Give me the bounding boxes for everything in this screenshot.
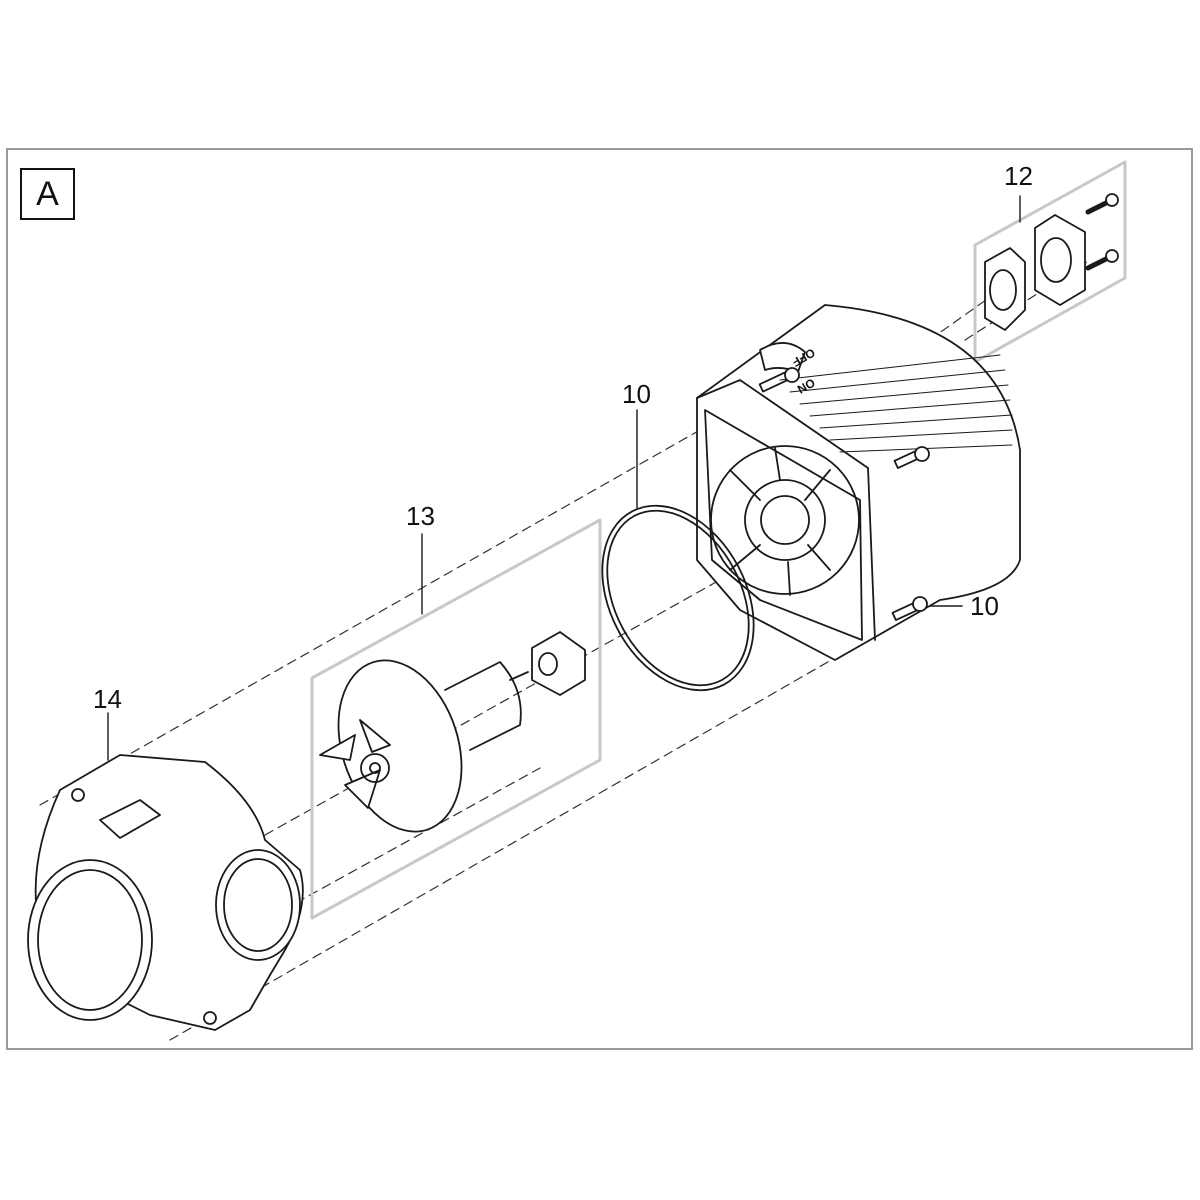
callout-13: 13 [406, 501, 435, 531]
panel-label: A [20, 168, 75, 220]
bearing [531, 631, 586, 696]
screw-top [758, 367, 800, 393]
rotor-group-box [310, 518, 602, 920]
o-ring-inner [606, 509, 750, 687]
rotor [319, 659, 529, 833]
o-ring [601, 504, 755, 692]
switch-group-box [973, 160, 1127, 364]
callout-14: 14 [93, 684, 122, 714]
cover-screw-lower [1085, 249, 1119, 271]
callout-12: 12 [1004, 161, 1033, 191]
callout-10-o-ring: 10 [622, 379, 651, 409]
pump-housing [27, 754, 304, 1031]
screw-side [893, 446, 930, 470]
switch-cover-frame [984, 247, 1026, 331]
cover-screw-upper [1085, 193, 1119, 215]
callout-10-screw: 10 [970, 591, 999, 621]
diagram-frame [6, 148, 1193, 1050]
switch-cover-plate [1034, 214, 1086, 306]
screw-bottom [891, 596, 928, 622]
